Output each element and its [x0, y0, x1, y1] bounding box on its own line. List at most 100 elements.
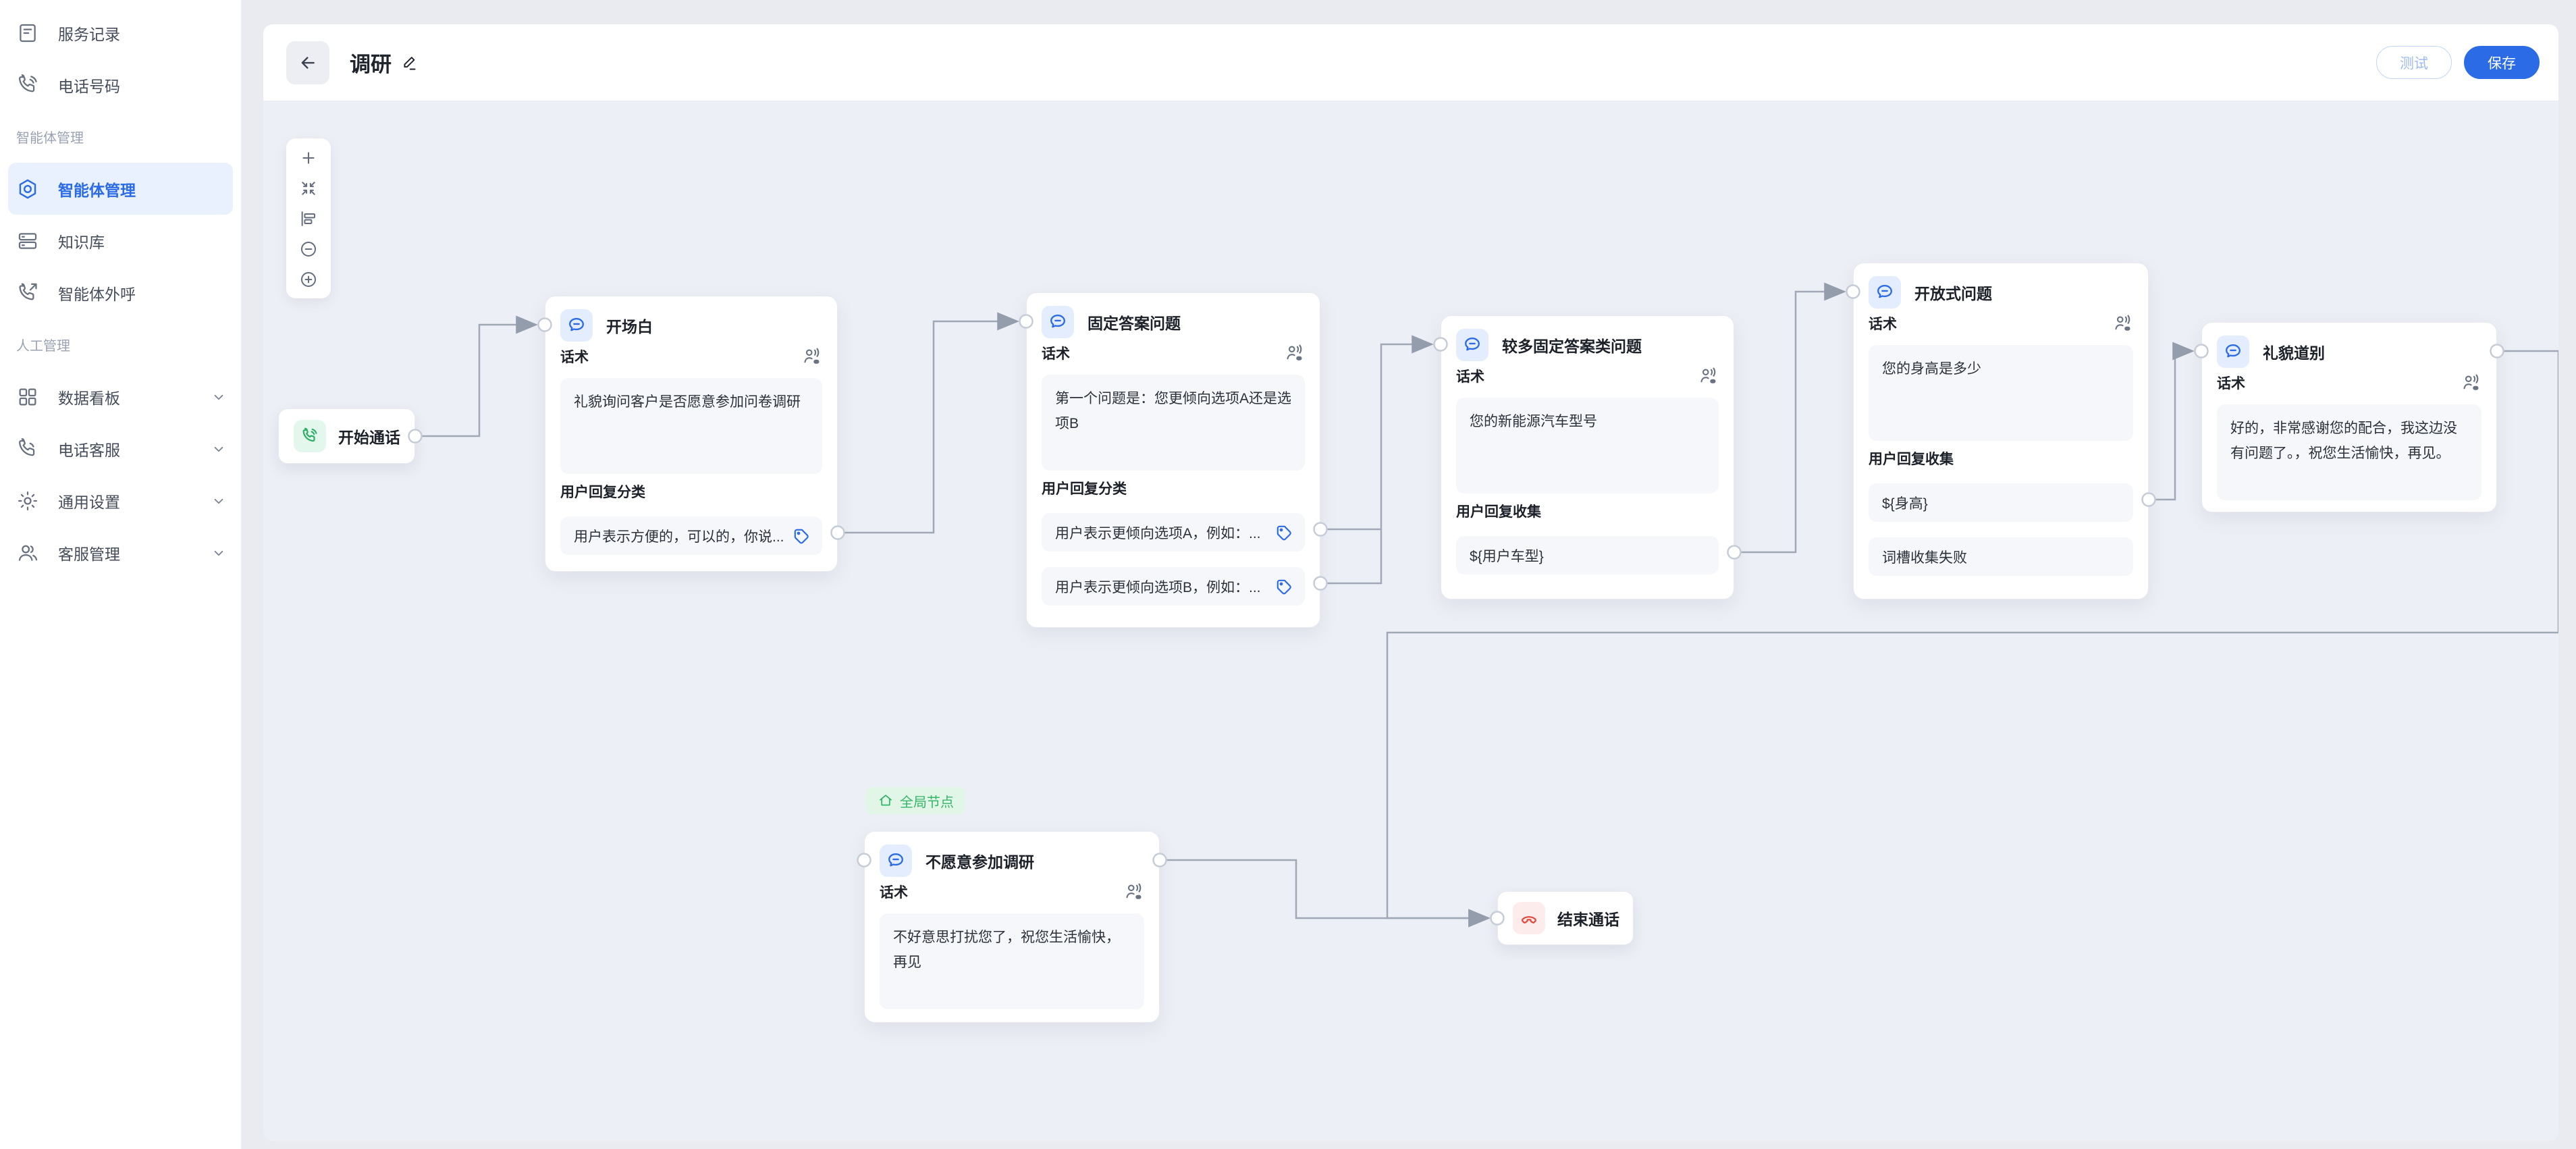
sidebar-item-data-dashboard[interactable]: 数据看板 — [0, 371, 241, 423]
users-icon — [16, 541, 39, 564]
node-title: 开场白 — [606, 318, 653, 336]
sidebar-item-label: 电话客服 — [58, 441, 120, 459]
script-label: 话术 — [1456, 369, 1484, 385]
node-title: 开放式问题 — [1914, 285, 1992, 302]
voice-persona-icon[interactable] — [1285, 343, 1305, 363]
reply-item[interactable]: 用户表示方便的，可以的，你说... — [560, 516, 822, 555]
sidebar-item-label: 电话号码 — [58, 77, 120, 95]
sidebar-item-knowledge-base[interactable]: 知识库 — [0, 215, 241, 267]
chevron-down-icon — [210, 544, 227, 562]
node-multi-fixed[interactable]: 较多固定答案类问题 话术 您的新能源汽车型号 用户回复收集 ${用户车型} — [1441, 315, 1734, 599]
node-title: 开始通话 — [338, 429, 400, 446]
tag-icon[interactable] — [1275, 578, 1293, 595]
collect-fail-item[interactable]: 词槽收集失败 — [1869, 537, 2133, 576]
script-section: 话术 — [560, 346, 822, 367]
node-header: 开场白 — [560, 307, 822, 344]
reply-item-text: 用户表示更倾向选项B，例如：... — [1055, 579, 1261, 595]
back-button[interactable] — [286, 41, 329, 84]
fit-view-button[interactable] — [286, 173, 331, 203]
save-button[interactable]: 保存 — [2464, 46, 2540, 79]
node-end-call[interactable]: 结束通话 — [1497, 891, 1634, 945]
test-button[interactable]: 测试 — [2376, 46, 2452, 79]
node-title: 礼貌道别 — [2263, 344, 2325, 362]
script-label: 话术 — [560, 350, 589, 365]
classify-label: 用户回复分类 — [560, 485, 645, 500]
node-start-call[interactable]: 开始通话 — [278, 408, 415, 464]
agent-hexagon-icon — [16, 178, 39, 201]
node-title: 结束通话 — [1557, 911, 1619, 928]
node-opening[interactable]: 开场白 话术 礼貌询问客户是否愿意参加问卷调研 用户回复分类 用户表示方便的，可… — [545, 296, 838, 572]
document-icon — [16, 22, 39, 45]
voice-persona-icon[interactable] — [1698, 366, 1719, 386]
collect-item[interactable]: ${用户车型} — [1456, 536, 1719, 574]
reply-item[interactable]: 用户表示更倾向选项A，例如：... — [1042, 513, 1305, 552]
node-farewell[interactable]: 礼貌道别 话术 好的，非常感谢您的配合，我这边没有问题了。，祝您生活愉快，再见。 — [2201, 322, 2497, 512]
voice-persona-icon[interactable] — [1124, 882, 1144, 902]
sidebar-item-label: 智能体管理 — [58, 181, 136, 199]
sidebar-item-label: 服务记录 — [58, 25, 120, 43]
reply-item-text: 用户表示方便的，可以的，你说... — [574, 529, 784, 545]
chat-bubble-icon — [1869, 276, 1901, 309]
chevron-down-icon — [210, 388, 227, 406]
sidebar-item-general-settings[interactable]: 通用设置 — [0, 475, 241, 527]
script-label: 话术 — [1869, 317, 1897, 332]
tag-icon[interactable] — [1275, 524, 1293, 541]
sidebar-item-agent-outbound[interactable]: 智能体外呼 — [0, 267, 241, 319]
chat-bubble-icon — [560, 309, 593, 342]
edit-pencil-icon[interactable] — [401, 54, 419, 72]
sidebar-item-label: 知识库 — [58, 233, 105, 251]
zoom-in-button[interactable] — [286, 264, 331, 294]
node-header: 较多固定答案类问题 — [1456, 327, 1719, 363]
sidebar-item-service-records[interactable]: 服务记录 — [0, 7, 241, 59]
global-node-label: 全局节点 — [900, 795, 954, 810]
node-title: 较多固定答案类问题 — [1502, 338, 1642, 355]
chat-bubble-icon — [1456, 329, 1488, 361]
add-node-button[interactable] — [286, 142, 331, 173]
reply-item-text: 用户表示更倾向选项A，例如：... — [1055, 525, 1261, 541]
sidebar-item-support-mgmt[interactable]: 客服管理 — [0, 527, 241, 579]
script-text[interactable]: 礼貌询问客户是否愿意参加问卷调研 — [560, 378, 822, 474]
sidebar: 服务记录 电话号码 智能体管理 智能体管理 知识库 智能体外呼 — [0, 0, 242, 1149]
phone-hangup-icon — [1513, 902, 1545, 934]
global-node-badge: 全局节点 — [865, 787, 966, 814]
node-unwilling[interactable]: 不愿意参加调研 话术 不好意思打扰您了，祝您生活愉快，再见 — [864, 831, 1160, 1023]
sidebar-section-manual: 人工管理 — [16, 339, 70, 354]
node-open-question[interactable]: 开放式问题 话术 您的身高是多少 用户回复收集 ${身高} 词槽收集失败 — [1853, 263, 2149, 599]
zoom-out-button[interactable] — [286, 234, 331, 264]
flow-canvas[interactable]: 开始通话 开场白 话术 礼貌询问客户是否愿意参加问卷调研 用户回复分类 — [263, 101, 2558, 1141]
database-icon — [16, 230, 39, 252]
script-text[interactable]: 您的新能源汽车型号 — [1456, 398, 1719, 493]
page-title: 调研 — [350, 53, 392, 76]
script-label: 话术 — [2217, 376, 2245, 392]
voice-persona-icon[interactable] — [802, 346, 822, 367]
sidebar-item-agent-mgmt[interactable]: 智能体管理 — [8, 163, 233, 215]
gear-icon — [16, 489, 39, 512]
script-text[interactable]: 第一个问题是：您更倾向选项A还是选项B — [1042, 375, 1305, 471]
node-title: 不愿意参加调研 — [925, 853, 1034, 871]
script-section: 话术 — [1869, 313, 2133, 333]
sidebar-item-phone-support[interactable]: 电话客服 — [0, 423, 241, 475]
tag-icon[interactable] — [793, 527, 810, 545]
voice-persona-icon[interactable] — [2461, 373, 2481, 393]
home-icon — [878, 793, 894, 809]
chevron-down-icon — [210, 492, 227, 510]
node-header: 开放式问题 — [1869, 274, 2133, 311]
auto-layout-button[interactable] — [286, 203, 331, 234]
node-header: 礼貌道别 — [2217, 333, 2481, 370]
collect-item[interactable]: ${身高} — [1869, 483, 2133, 522]
script-section: 话术 — [1042, 343, 1305, 363]
chat-bubble-icon — [2217, 336, 2249, 368]
script-text[interactable]: 您的身高是多少 — [1869, 345, 2133, 441]
reply-item[interactable]: 用户表示更倾向选项B，例如：... — [1042, 567, 1305, 606]
script-label: 话术 — [880, 885, 908, 901]
chevron-down-icon — [210, 440, 227, 458]
node-header: 不愿意参加调研 — [880, 843, 1144, 879]
node-fixed-answer[interactable]: 固定答案问题 话术 第一个问题是：您更倾向选项A还是选项B 用户回复分类 用户表… — [1026, 292, 1320, 628]
sidebar-item-phone-numbers[interactable]: 电话号码 — [0, 59, 241, 111]
script-text[interactable]: 好的，非常感谢您的配合，我这边没有问题了。，祝您生活愉快，再见。 — [2217, 404, 2481, 500]
node-title: 固定答案问题 — [1088, 315, 1181, 332]
voice-persona-icon[interactable] — [2113, 313, 2133, 333]
script-text[interactable]: 不好意思打扰您了，祝您生活愉快，再见 — [880, 913, 1144, 1009]
sidebar-item-label: 通用设置 — [58, 493, 120, 511]
